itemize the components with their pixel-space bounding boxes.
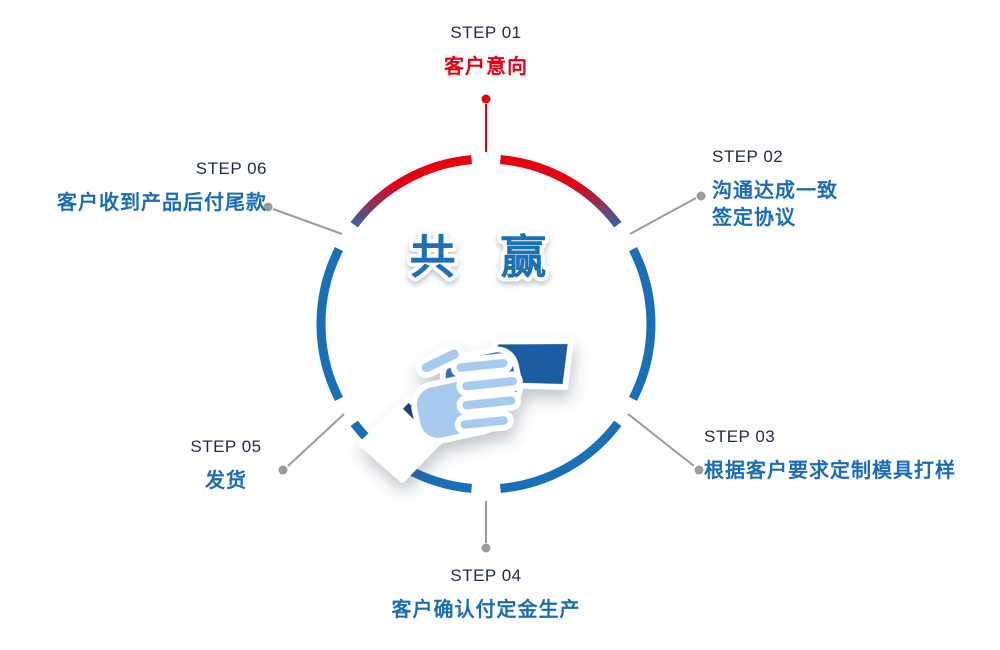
- handshake-finger-1: [450, 353, 514, 378]
- step-06-title: 客户收到产品后付尾款: [57, 192, 267, 214]
- ring-segment-bottom-right: [499, 420, 622, 493]
- step-03-connector-line: [627, 413, 695, 467]
- step-04-connector-dot: [481, 543, 491, 553]
- step-05-connector-dot: [278, 465, 288, 475]
- step-02-connector-dot: [696, 191, 706, 201]
- step-05-connector-line: [287, 413, 345, 467]
- step-05-title: 发货: [205, 470, 247, 492]
- step-01-block: STEP 01 客户意向: [386, 24, 586, 81]
- handshake-thumb: [416, 343, 465, 379]
- step-03-label: STEP 03: [704, 427, 776, 446]
- step-02-title-line-2: 签定协议: [712, 207, 796, 229]
- process-ring: [316, 155, 656, 493]
- handshake-icon: [358, 338, 574, 483]
- ring-segment-right: [628, 247, 656, 401]
- handshake-finger-2: [456, 371, 523, 397]
- step-04-label: STEP 04: [450, 566, 522, 585]
- step-01-title: 客户意向: [444, 56, 528, 78]
- step-03-block: STEP 03 根据客户要求定制模具打样: [704, 428, 956, 485]
- step-05-label: STEP 05: [190, 437, 262, 456]
- step-01-label: STEP 01: [450, 23, 522, 42]
- ring-segment-left: [316, 247, 344, 401]
- step-01-connector-dot: [481, 94, 491, 104]
- step-02-block: STEP 02 沟通达成一致 签定协议: [712, 148, 838, 232]
- step-06-block: STEP 06 客户收到产品后付尾款: [20, 160, 267, 217]
- step-03-connector-dot: [694, 465, 704, 475]
- center-title: 共 赢: [410, 231, 563, 283]
- connectors: [263, 94, 706, 553]
- step-06-connector-dot: [263, 202, 273, 212]
- step-06-connector-line: [272, 208, 343, 235]
- step-02-label: STEP 02: [712, 147, 784, 166]
- step-05-block: STEP 05 发货: [156, 438, 296, 495]
- handshake-finger-3: [456, 390, 521, 416]
- step-04-block: STEP 04 客户确认付定金生产: [346, 567, 626, 624]
- step-04-title: 客户确认付定金生产: [391, 599, 581, 621]
- ring-segment-top-right: [499, 155, 622, 228]
- ring-segment-top-left: [350, 155, 473, 228]
- step-03-title: 根据客户要求定制模具打样: [704, 460, 956, 482]
- step-06-label: STEP 06: [195, 159, 267, 178]
- handshake-finger-4: [454, 410, 514, 435]
- step-02-connector-line: [629, 197, 697, 235]
- step-02-title-line-1: 沟通达成一致: [712, 180, 838, 202]
